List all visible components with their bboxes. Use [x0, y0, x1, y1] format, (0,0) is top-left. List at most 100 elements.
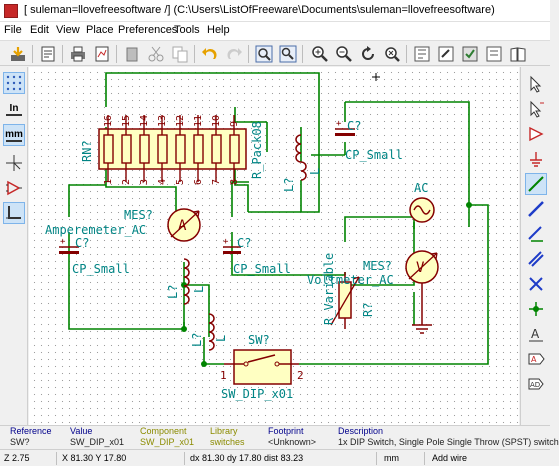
menu-edit[interactable]: Edit	[30, 24, 49, 36]
units-mm-label: mm	[5, 128, 23, 140]
paste-icon[interactable]	[122, 44, 142, 64]
title-bar: [ suleman=llovefreesoftware /] (C:\Users…	[0, 0, 550, 22]
ammeter-value: Amperemeter_AC	[45, 223, 146, 237]
refresh-icon[interactable]	[358, 44, 378, 64]
info-component: Component SW_DIP_x01	[140, 426, 194, 447]
ammeter-symbol: A	[178, 218, 187, 234]
wires	[68, 72, 489, 365]
save-icon[interactable]	[8, 44, 28, 64]
ac-source[interactable]: AC	[409, 181, 435, 223]
redo-icon[interactable]	[224, 44, 244, 64]
library-browser-icon[interactable]	[508, 44, 528, 64]
var-res-reference: R?	[361, 303, 375, 317]
navigator-icon[interactable]	[412, 44, 432, 64]
wire-angle-icon[interactable]	[3, 202, 25, 224]
erc-icon[interactable]	[460, 44, 480, 64]
status-delta: dx 81.30 dy 17.80 dist 83.23	[190, 453, 304, 463]
cap-left-reference: C?	[75, 236, 89, 250]
ammeter-mes[interactable]: A MES? Amperemeter_AC	[45, 208, 201, 242]
undo-icon[interactable]	[200, 44, 220, 64]
wire-to-bus-icon[interactable]	[525, 223, 547, 245]
place-power-icon[interactable]	[525, 148, 547, 170]
find-icon[interactable]	[254, 44, 274, 64]
cap-mid-reference: C?	[237, 236, 251, 250]
annotate-icon[interactable]	[436, 44, 456, 64]
menu-place[interactable]: Place	[86, 24, 114, 36]
rn-pin-15: 15	[121, 115, 132, 127]
place-junction-icon[interactable]	[525, 298, 547, 320]
svg-text:+: +	[336, 119, 342, 129]
rn-pin-4: 4	[157, 179, 168, 185]
svg-text:+: +	[223, 237, 229, 247]
zoom-out-icon[interactable]	[334, 44, 354, 64]
page-settings-icon[interactable]	[38, 44, 58, 64]
highlight-net-icon[interactable]	[525, 98, 547, 120]
ind-mid1-reference: L?	[166, 285, 180, 299]
drawing-toolbar: A A AD	[520, 67, 550, 425]
inductor-middle-1[interactable]: L? L	[166, 258, 206, 305]
rn-pin-6: 6	[193, 179, 204, 185]
info-value-value: SW_DIP_x01	[70, 437, 125, 447]
bus-to-bus-icon[interactable]	[525, 248, 547, 270]
menu-help[interactable]: Help	[207, 24, 230, 36]
svg-text:+: +	[60, 237, 66, 247]
inductor-top[interactable]: L? L	[282, 134, 322, 192]
window-title: [ suleman=llovefreesoftware /] (C:\Users…	[24, 4, 495, 16]
hidden-pins-icon[interactable]	[3, 177, 25, 199]
info-description-label: Description	[338, 426, 384, 436]
svg-text:A: A	[531, 327, 540, 341]
info-library-label: Library	[210, 426, 238, 436]
info-reference: Reference SW?	[10, 426, 52, 447]
netlist-icon[interactable]	[484, 44, 504, 64]
capacitor-top[interactable]: + C? CP_Small	[335, 119, 403, 162]
info-library: Library switches	[210, 426, 245, 447]
no-connect-icon[interactable]	[525, 273, 547, 295]
place-wire-icon[interactable]	[525, 173, 547, 195]
switch-pin-1: 1	[220, 369, 227, 382]
select-tool-icon[interactable]	[525, 73, 547, 95]
place-bus-icon[interactable]	[525, 198, 547, 220]
menu-tools[interactable]: Tools	[174, 24, 200, 36]
print-icon[interactable]	[68, 44, 88, 64]
menu-file[interactable]: File	[4, 24, 22, 36]
units-mm-button[interactable]: mm	[3, 124, 25, 146]
place-component-icon[interactable]	[525, 123, 547, 145]
info-description-value: 1x DIP Switch, Single Pole Single Throw …	[338, 437, 559, 447]
place-hier-label-icon[interactable]: AD	[525, 373, 547, 395]
rn-pin-3: 3	[139, 179, 150, 185]
zoom-fit-icon[interactable]	[382, 44, 402, 64]
cursor-shape-icon[interactable]	[3, 152, 25, 174]
menu-preferences[interactable]: Preferences	[118, 24, 178, 36]
capacitor-left[interactable]: + C? CP_Small	[59, 236, 130, 276]
svg-text:AD: AD	[530, 381, 540, 389]
capacitor-middle[interactable]: + C? CP_Small	[223, 236, 291, 276]
resistor-pack-rn[interactable]: 16 15 14 13 12 11 10 9 1 2 3 4 5 6 7 8 R…	[80, 115, 264, 185]
rn-pin-8: 8	[229, 179, 240, 185]
voltmeter-mes[interactable]: V MES? Voltmeter_AC	[307, 250, 439, 334]
plot-icon[interactable]	[92, 44, 112, 64]
place-global-label-icon[interactable]: A	[525, 348, 547, 370]
info-reference-label: Reference	[10, 426, 52, 436]
rn-pin-12: 12	[175, 115, 186, 127]
crosshair-cursor	[372, 73, 380, 81]
place-label-icon[interactable]: A	[525, 323, 547, 345]
status-zoom: Z 2.75	[4, 453, 30, 463]
units-inches-button[interactable]: In	[3, 98, 25, 120]
component-info-panel: Reference SW? Value SW_DIP_x01 Component…	[0, 425, 559, 449]
menu-view[interactable]: View	[56, 24, 80, 36]
variable-resistor[interactable]: R_Variable R?	[322, 253, 375, 329]
info-description: Description 1x DIP Switch, Single Pole S…	[338, 426, 559, 447]
info-component-value: SW_DIP_x01	[140, 437, 195, 447]
grid-toggle-icon[interactable]	[3, 72, 25, 94]
rn-pin-13: 13	[157, 115, 168, 127]
find-replace-icon[interactable]	[278, 44, 298, 64]
copy-icon[interactable]	[170, 44, 190, 64]
cap-top-value: CP_Small	[345, 148, 403, 162]
menu-bar: File Edit View Place Preferences Tools H…	[0, 22, 550, 40]
cut-icon[interactable]	[146, 44, 166, 64]
schematic-canvas[interactable]: 16 15 14 13 12 11 10 9 1 2 3 4 5 6 7 8 R…	[29, 67, 519, 425]
status-mode: Add wire	[432, 453, 468, 463]
dip-switch[interactable]: 1 2 SW? SW_DIP_x01	[220, 333, 304, 401]
inductor-middle-2[interactable]: L? L	[190, 313, 228, 351]
zoom-in-icon[interactable]	[310, 44, 330, 64]
